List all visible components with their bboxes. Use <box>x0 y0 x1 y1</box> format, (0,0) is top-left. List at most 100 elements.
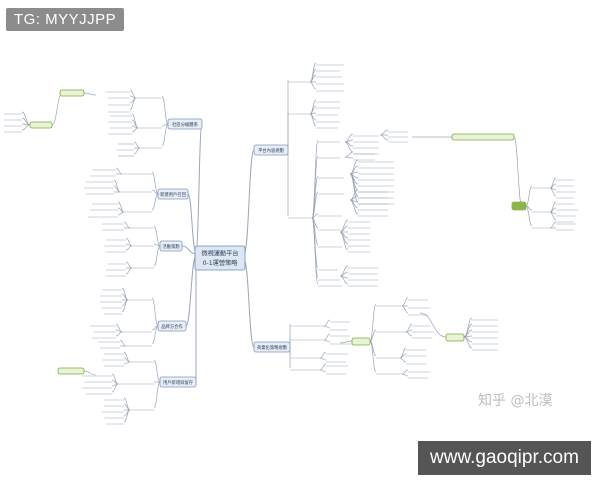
leaf-connector <box>117 211 125 216</box>
leaf-connector <box>549 211 557 221</box>
leaf-connector <box>311 217 319 285</box>
leaf-connector <box>339 340 353 344</box>
watermark-zhihu: 知乎 @北漠 <box>478 393 553 409</box>
watermark-tg: TG: MYYJJPP <box>6 8 125 31</box>
branch-node <box>159 376 197 388</box>
center-node <box>194 245 246 271</box>
center-to-branch-line <box>243 259 255 348</box>
leaf-connector <box>401 369 409 375</box>
leaf-connector <box>115 331 123 337</box>
leaf-connector <box>339 265 349 277</box>
leaf-connector <box>323 339 331 343</box>
leaf-connector <box>311 155 319 219</box>
leaf-connector <box>151 297 159 327</box>
leaf-connector <box>401 373 409 377</box>
center-title-line1: 微視運動平台 <box>201 250 238 258</box>
branch-node <box>157 320 187 332</box>
leaf-connector <box>153 225 161 247</box>
leaf-connector <box>369 303 377 342</box>
leaf-connector <box>369 340 377 373</box>
highlight-node <box>59 89 85 97</box>
leaf-connector <box>125 243 133 247</box>
leaf-connector <box>419 312 447 338</box>
leaf-connector <box>309 81 317 90</box>
leaf-connector <box>399 357 407 363</box>
highlight-node <box>445 333 465 342</box>
leaf-connector <box>379 129 389 136</box>
leaf-connector <box>405 331 413 337</box>
leaf-connector <box>151 171 159 195</box>
leaf-connector <box>83 92 97 96</box>
leaf-connector <box>323 333 331 341</box>
leaf-connector <box>344 156 354 159</box>
leaf-connector <box>369 329 377 342</box>
leaf-connector <box>344 151 354 158</box>
highlight-node <box>29 121 53 129</box>
leaf-connector <box>125 267 133 275</box>
leaf-connector <box>549 187 557 197</box>
highlight-node <box>351 337 371 346</box>
leaf-connector <box>339 231 349 251</box>
leaf-connector <box>115 167 123 175</box>
leaf-connector <box>349 199 359 215</box>
leaf-connector <box>133 147 141 155</box>
highlight-node <box>57 367 85 375</box>
leaf-connector <box>339 275 349 285</box>
branch-label: 商業化策略規劃 <box>257 344 287 351</box>
leaf-connector <box>401 297 409 307</box>
leaf-connector <box>115 329 123 333</box>
leaf-connector <box>319 357 327 361</box>
leaf-connector <box>153 245 161 267</box>
leaf-connector <box>133 141 141 149</box>
center-to-branch-line <box>195 123 203 251</box>
leaf-connector <box>525 205 533 227</box>
branch-label: 品牌方合作 <box>161 323 183 330</box>
leaf-connector <box>125 245 133 251</box>
leaf-connector <box>83 370 97 376</box>
leaf-connector <box>153 243 161 247</box>
leaf-connector <box>125 261 133 269</box>
leaf-connector <box>379 134 389 141</box>
leaf-connector <box>349 173 359 203</box>
center-to-branch-line <box>181 245 197 255</box>
leaf-connector <box>123 221 131 229</box>
leaf-connector <box>401 305 409 314</box>
center-to-branch-line <box>187 193 197 253</box>
branch-node <box>253 144 289 156</box>
branch-label: 新建用戶召回 <box>160 191 186 198</box>
leaf-connector <box>123 361 131 365</box>
leaf-connector <box>151 189 159 195</box>
leaf-connector <box>151 325 159 345</box>
leaf-connector <box>549 221 557 229</box>
branch-node <box>253 341 291 353</box>
leaf-connector <box>51 93 63 126</box>
leaf-connector <box>349 173 359 197</box>
leaf-connector <box>21 124 31 131</box>
leaf-connector <box>344 141 354 153</box>
leaf-connector <box>129 95 137 99</box>
leaf-connector <box>319 369 327 373</box>
leaf-connector <box>319 351 327 359</box>
leaf-connector <box>161 95 169 125</box>
center-title-line2: 0-1運營策略 <box>203 259 239 267</box>
leaf-connector <box>151 193 159 211</box>
leaf-connector <box>323 325 331 329</box>
leaf-connector <box>463 336 473 349</box>
leaf-connector <box>323 319 331 327</box>
branch-label: 社區分級體系 <box>172 121 198 128</box>
leaf-connector <box>123 409 131 423</box>
highlight-bar <box>451 133 515 141</box>
leaf-connector <box>513 136 523 207</box>
center-to-branch-line <box>243 149 255 255</box>
branch-node <box>167 118 203 130</box>
leaf-connector <box>111 383 119 393</box>
leaf-connector <box>119 339 127 347</box>
leaf-connector <box>131 127 139 133</box>
branch-label: 活動策劃 <box>162 243 179 250</box>
leaf-connector <box>121 299 129 313</box>
leaf-connector <box>344 139 354 143</box>
branch-label: 用戶新增與留存 <box>163 379 194 386</box>
leaf-connector <box>153 359 161 383</box>
leaf-connector <box>405 329 413 333</box>
